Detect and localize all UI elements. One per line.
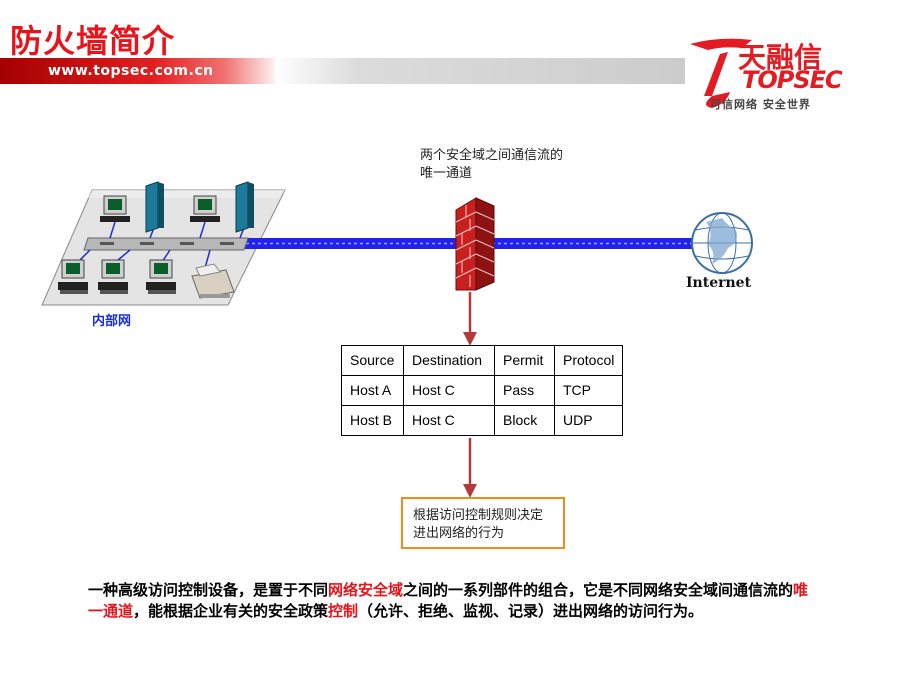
internet-label: Internet: [686, 275, 752, 291]
cell-permit: Block: [503, 412, 538, 428]
workstation-icon: [58, 259, 88, 294]
cell-destination: Host C: [412, 412, 455, 428]
cell-protocol: UDP: [563, 412, 593, 428]
header-source: Source: [350, 352, 395, 368]
desc-text: 之间的一系列部件的组合，它是不同网络安全域间通信流的: [403, 581, 794, 599]
server-tower-icon: [235, 181, 254, 233]
desc-text: ，能根据企业有关的安全政策: [133, 602, 329, 620]
cell-permit: Pass: [503, 382, 535, 398]
workstation-icon: [190, 195, 220, 222]
internet-globe-icon: [691, 212, 753, 274]
desc-highlight: 唯一通道: [88, 581, 809, 620]
access-rules-table: Source Destination Permit Protocol Host …: [341, 345, 623, 436]
intranet-label: 内部网: [92, 314, 132, 329]
header-red-bar: [0, 58, 280, 84]
header-gray-bar: [275, 58, 685, 84]
printer-icon: [191, 263, 235, 299]
desc-text: 一种高级访问控制设备，是置于不同: [88, 581, 329, 599]
firewall-icon: [455, 197, 495, 291]
topsec-logo-icon: [690, 38, 752, 108]
network-switch-icon: [83, 237, 249, 251]
table-header-row: Source Destination Permit Protocol: [341, 345, 623, 376]
table-row: Host A Host C Pass TCP: [341, 375, 623, 406]
cell-source: Host A: [350, 382, 392, 398]
workstation-icon: [146, 259, 176, 294]
result-callout: 根据访问控制规则决定进出网络的行为: [401, 497, 565, 549]
cell-protocol: TCP: [563, 382, 591, 398]
server-tower-icon: [145, 181, 164, 233]
desc-text: （允许、拒绝、监视、记录）进出网络的访问行为。: [358, 602, 704, 620]
table-row: Host B Host C Block UDP: [341, 405, 623, 436]
cell-source: Host B: [350, 412, 393, 428]
arrow-firewall-to-table: [463, 292, 477, 346]
firewall-caption: 两个安全域之间通信流的唯一通道: [420, 148, 564, 181]
header-permit: Permit: [503, 352, 544, 368]
logo-chinese-name: 天融信: [738, 41, 823, 74]
header-protocol: Protocol: [563, 352, 615, 368]
logo-slogan: 可信网络 安全世界: [710, 98, 811, 111]
firewall-description: 一种高级访问控制设备，是置于不同网络安全域之间的一系列部件的组合，它是不同网络安…: [88, 580, 818, 622]
cell-destination: Host C: [412, 382, 455, 398]
desc-highlight: 网络安全域: [328, 581, 404, 599]
website-url[interactable]: www.topsec.com.cn: [48, 63, 214, 79]
workstation-icon: [100, 195, 130, 222]
logo-english-name: TOPSEC: [742, 66, 843, 94]
header-destination: Destination: [412, 352, 483, 368]
arrow-table-to-result: [463, 438, 477, 498]
workstation-icon: [98, 259, 128, 294]
desc-highlight: 控制: [328, 602, 359, 620]
page-title: 防火墙简介: [10, 22, 176, 60]
